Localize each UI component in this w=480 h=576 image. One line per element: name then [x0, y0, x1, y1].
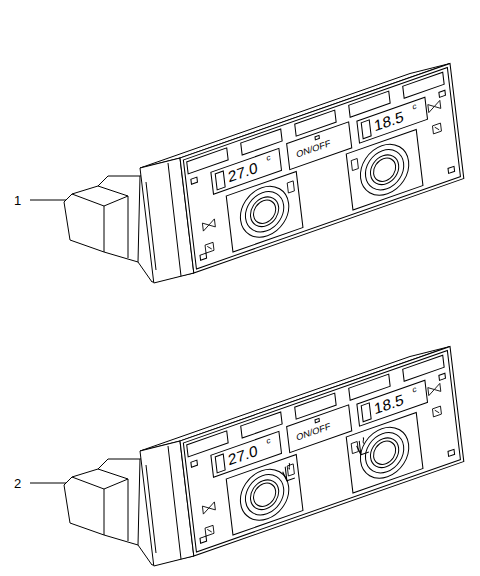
button-label: ON/OFF: [296, 422, 331, 443]
temperature-display: 27.0: [227, 442, 258, 467]
unit-label: c: [412, 102, 417, 111]
callout-number: 2: [14, 477, 21, 490]
leader-line: [30, 200, 66, 201]
leader-line: [30, 483, 66, 484]
temperature-display: 27.0: [227, 159, 258, 184]
unit-label: c: [266, 437, 271, 446]
control-panel: [180, 63, 464, 273]
panel-face: 27.0c18.5cON/OFF: [180, 64, 464, 274]
callout-number: 1: [14, 194, 21, 207]
temperature-display: 18.5: [373, 391, 404, 416]
control-panel: [180, 347, 464, 557]
temperature-display: 18.5: [373, 108, 404, 133]
panel-face: 27.0c18.5cON/OFF: [180, 347, 464, 557]
button-label: ON/OFF: [296, 139, 331, 160]
unit-label: c: [266, 154, 271, 163]
unit-label: c: [412, 385, 417, 394]
seat-heating-symbol: [282, 436, 369, 482]
